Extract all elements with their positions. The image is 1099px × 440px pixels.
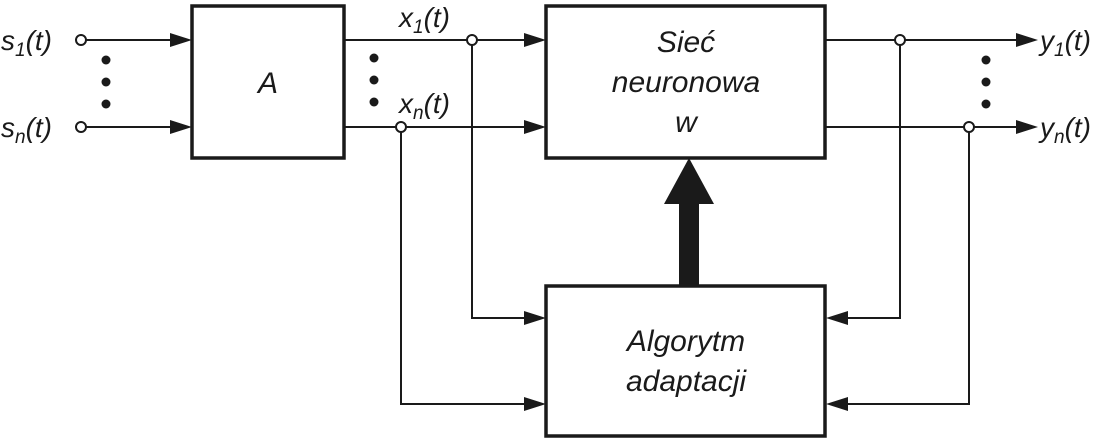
- arrow-y1-into-algorithm: [826, 311, 848, 325]
- arrow-yn-into-algorithm: [826, 397, 848, 411]
- junction-yn: [963, 121, 975, 133]
- ellipsis-dot: [981, 99, 991, 109]
- arrowheads: [170, 33, 1038, 411]
- arrow-yn-out: [1016, 120, 1038, 134]
- nodes: [75, 34, 975, 133]
- arrow-y1-out: [1016, 33, 1038, 47]
- terminal-sn: [75, 121, 87, 133]
- junction-x1: [466, 34, 478, 46]
- block-network-box: [544, 4, 827, 160]
- arrow-s1-into-a: [170, 33, 192, 47]
- block-algorithm-line2: adaptacji: [626, 365, 747, 398]
- arrow-sn-into-a: [170, 120, 192, 134]
- junction-xn: [395, 121, 407, 133]
- block-algorithm: Algorytm adaptacji: [544, 284, 827, 438]
- ellipsis-dot: [981, 77, 991, 87]
- block-network-line1: Sieć: [657, 26, 715, 59]
- label-yn: yn(t): [1038, 112, 1091, 148]
- arrow-x1-into-algorithm: [524, 311, 546, 325]
- wire-yn-tap: [845, 132, 970, 405]
- adaptation-arrow-head: [664, 158, 714, 204]
- ellipsis-dot: [981, 55, 991, 65]
- block-algorithm-line1: Algorytm: [625, 325, 745, 358]
- arrow-x1-into-network: [524, 33, 546, 47]
- arrow-xn-into-network: [524, 120, 546, 134]
- block-algorithm-box: [544, 284, 827, 438]
- label-y1: y1(t): [1038, 25, 1091, 61]
- ellipsis-dot: [369, 97, 379, 107]
- block-network-line2: neuronowa: [612, 66, 760, 99]
- wire-y1-tap: [845, 45, 901, 319]
- arrow-xn-into-algorithm: [524, 397, 546, 411]
- label-sn: sn(t): [1, 112, 52, 148]
- ellipsis-mixed: [369, 53, 379, 107]
- label-x1: x1(t): [397, 2, 450, 38]
- wire-x1-tap: [471, 45, 528, 319]
- junction-y1: [894, 34, 906, 46]
- wire-xn-tap: [400, 132, 528, 405]
- label-s1: s1(t): [1, 25, 52, 61]
- ellipsis-dot: [101, 77, 111, 87]
- block-mixer-box: [190, 4, 346, 160]
- ellipsis-inputs: [101, 55, 111, 109]
- block-network-line3: w: [675, 106, 699, 139]
- adaptation-arrow-shaft: [679, 200, 699, 286]
- terminal-s1: [75, 34, 87, 46]
- block-network: Sieć neuronowa w: [544, 4, 827, 160]
- label-xn: xn(t): [397, 88, 450, 124]
- ellipsis-outputs: [981, 55, 991, 109]
- ellipsis-dot: [101, 99, 111, 109]
- block-mixer: A: [190, 4, 346, 160]
- ellipsis-dot: [101, 55, 111, 65]
- ellipsis-dot: [369, 53, 379, 63]
- block-mixer-label: A: [256, 67, 278, 100]
- ellipsis-dot: [369, 75, 379, 85]
- wires: [86, 39, 1022, 405]
